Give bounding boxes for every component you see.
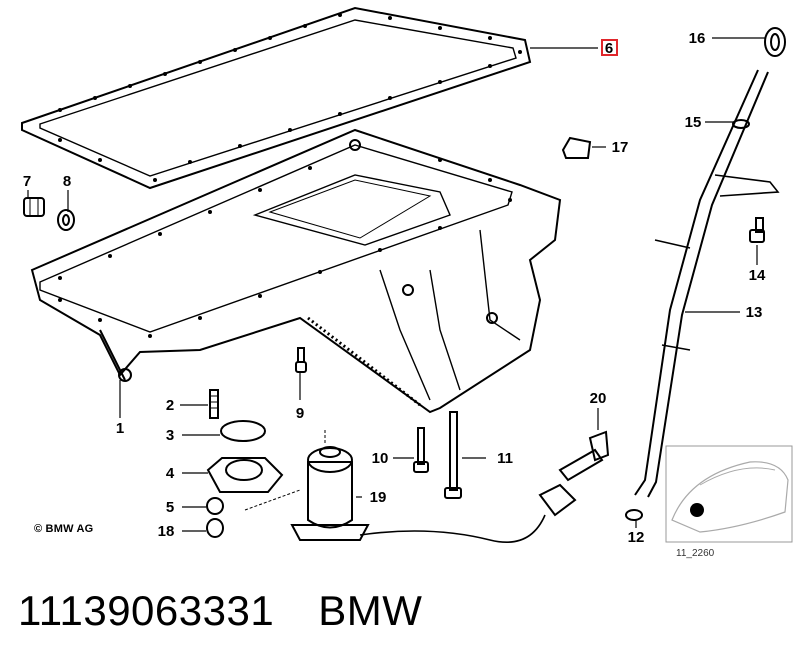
bolt-9	[295, 347, 307, 373]
leader-lines	[27, 37, 765, 532]
o-ring	[220, 420, 266, 442]
bolt-10	[413, 427, 429, 473]
callout-11: 11	[497, 450, 513, 467]
oil-pump-cover	[206, 457, 284, 493]
seal-ring	[625, 509, 643, 521]
brand-name: BMW	[318, 587, 423, 634]
dipstick-o-ring	[732, 119, 750, 129]
callout-20: 20	[590, 390, 607, 407]
dipstick-guide-tube	[634, 69, 780, 498]
stud-bolt	[209, 389, 219, 419]
callout-19: 19	[370, 489, 387, 506]
callout-3: 3	[166, 427, 174, 444]
callout-10: 10	[372, 450, 389, 467]
cover-plug	[561, 136, 592, 159]
callout-1: 1	[116, 420, 124, 437]
bolt-11	[444, 411, 462, 499]
oil-pan	[30, 128, 562, 414]
callout-14: 14	[749, 267, 766, 284]
callout-8: 8	[63, 173, 71, 190]
callout-13: 13	[746, 304, 763, 321]
callout-2: 2	[166, 397, 174, 414]
callout-12: 12	[628, 529, 645, 546]
drain-plug	[23, 197, 45, 217]
oil-level-sensor	[244, 430, 546, 544]
highlighted-callout-box	[601, 39, 618, 56]
vehicle-location-inset	[665, 445, 793, 543]
callout-4: 4	[166, 465, 175, 482]
callout-6: 6	[605, 40, 613, 57]
part-number: 11139063331	[18, 587, 275, 634]
callout-18: 18	[158, 523, 175, 540]
callout-7: 7	[23, 173, 31, 190]
copyright-label: © BMW AG	[34, 523, 94, 535]
dipstick-handle	[764, 27, 786, 57]
gasket-bolt-holes	[58, 13, 522, 182]
drain-plug-washer	[57, 209, 75, 231]
oil-pan-gasket	[21, 6, 532, 190]
callout-5: 5	[166, 499, 174, 516]
oil-pan-bolt-holes	[58, 158, 512, 338]
callout-9: 9	[296, 405, 304, 422]
dipstick-bolt	[749, 217, 765, 243]
part-caption: 11139063331 BMW	[18, 587, 422, 635]
reference-code: 11_2260	[676, 548, 715, 559]
callout-15: 15	[685, 114, 702, 131]
sensor-connector	[538, 430, 610, 517]
rubber-mount	[206, 497, 224, 538]
callout-17: 17	[612, 139, 629, 156]
callout-16: 16	[689, 30, 706, 47]
